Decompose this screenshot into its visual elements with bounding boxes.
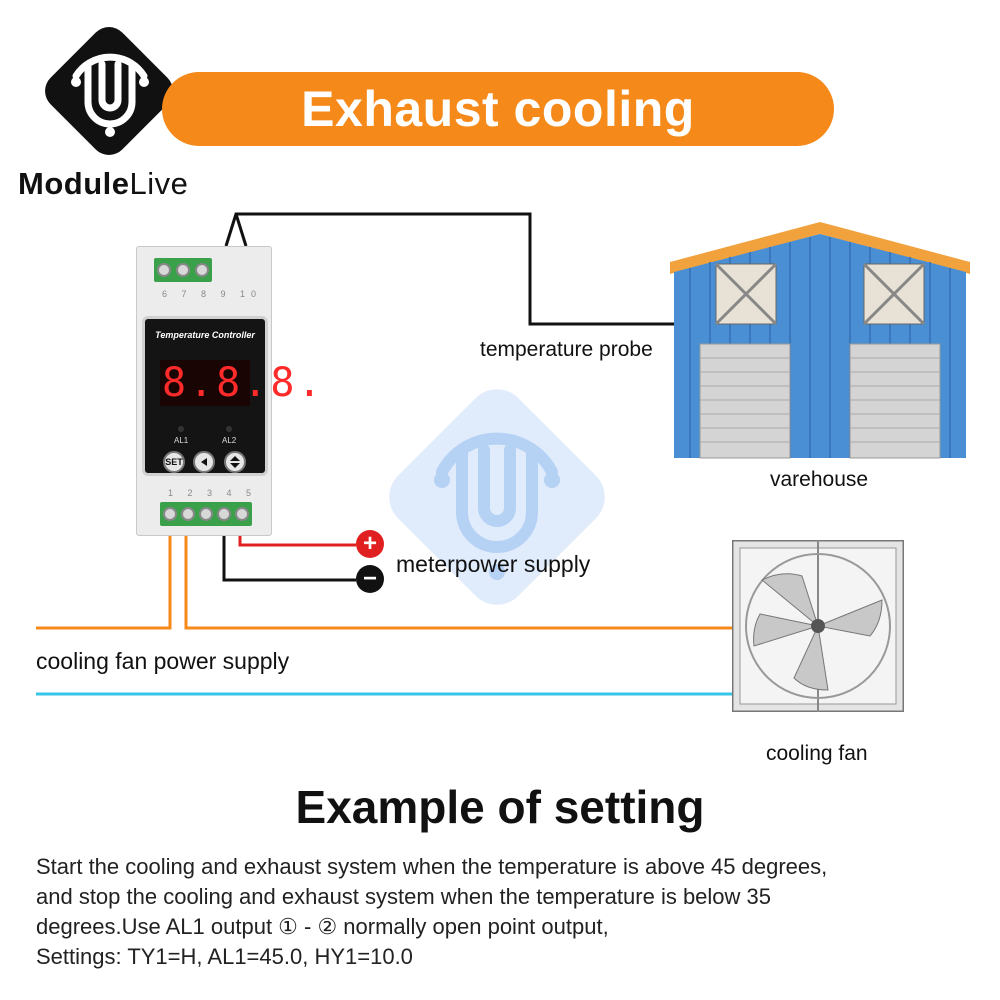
display-digits: 8.8.8. (162, 360, 325, 406)
bottom-terminal-block (160, 502, 252, 526)
fan-power-wire-2 (184, 518, 732, 630)
al1-label: AL1 (174, 436, 189, 445)
screw-icon (235, 507, 249, 521)
title-banner: Exhaust cooling (162, 72, 834, 146)
description-line: and stop the cooling and exhaust system … (36, 884, 772, 909)
bottom-pin-numbers: 1 2 3 4 5 (168, 488, 258, 498)
meter-power-label: meterpower supply (396, 551, 591, 577)
set-button: SET (163, 451, 185, 473)
led-display (160, 360, 250, 406)
banner-title: Exhaust cooling (301, 81, 695, 137)
probe-wire-fork (234, 213, 248, 247)
al2-label: AL2 (222, 436, 237, 445)
description-line: degrees.Use AL1 output ① - ② normally op… (36, 914, 609, 939)
screw-icon (176, 263, 190, 277)
power-negative-icon: − (356, 565, 384, 593)
up-down-button-icon (224, 451, 246, 473)
description-line: Start the cooling and exhaust system whe… (36, 854, 828, 879)
cooling-fan-label: cooling fan (766, 742, 868, 765)
power-positive-icon: + (356, 530, 384, 558)
screw-icon (157, 263, 171, 277)
fan-power-supply-label: cooling fan power supply (36, 648, 290, 674)
example-description: Start the cooling and exhaust system whe… (36, 852, 986, 972)
brand-name-bold: Module (18, 166, 130, 201)
logo-mark-icon (71, 53, 149, 137)
al1-led-icon (178, 426, 184, 432)
cooling-fan-icon (732, 540, 904, 712)
top-pin-numbers: 6 7 8 9 10 (162, 289, 263, 299)
fan-power-wire-1 (36, 518, 172, 630)
left-arrow-button-icon (193, 451, 215, 473)
screw-icon (199, 507, 213, 521)
warehouse-label: varehouse (770, 468, 869, 491)
al2-led-icon (226, 426, 232, 432)
brand-name: ModuleLive (18, 166, 188, 202)
description-line: Settings: TY1=H, AL1=45.0, HY1=10.0 (36, 944, 413, 969)
probe-wire (224, 212, 706, 326)
power-negative-wire (222, 516, 356, 582)
temperature-probe-label: temperature probe (480, 338, 653, 361)
screw-icon (217, 507, 231, 521)
warehouse-icon (670, 222, 970, 459)
watermark-logo-icon (389, 389, 605, 605)
screw-icon (181, 507, 195, 521)
brand-name-light: Live (129, 166, 189, 201)
screw-icon (195, 263, 209, 277)
controller-title: Temperature Controller (155, 330, 255, 340)
top-terminal-block (154, 258, 212, 282)
screw-icon (163, 507, 177, 521)
example-title: Example of setting (295, 781, 705, 833)
